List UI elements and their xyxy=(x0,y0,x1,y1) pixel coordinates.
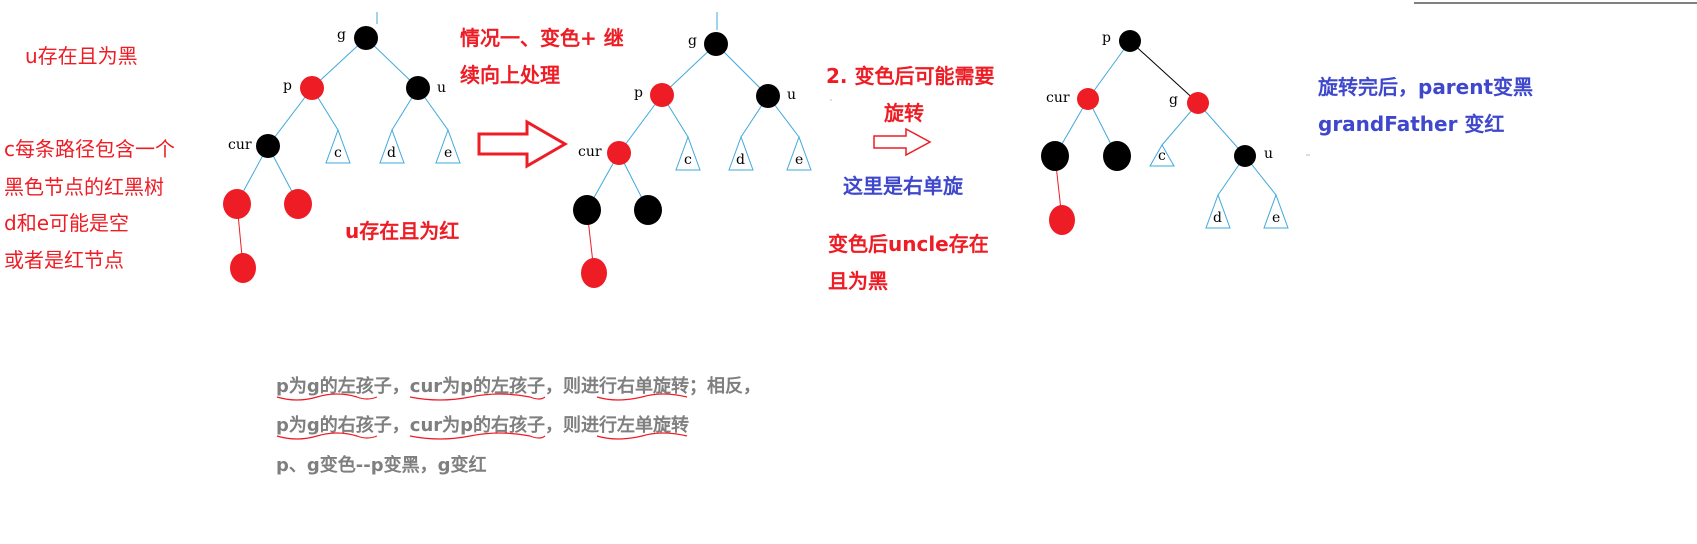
bottom-note-line3: p、g变色--p变黑，g变红 xyxy=(276,455,487,476)
tree1-cur-label: cur xyxy=(228,137,252,153)
transform-arrow-icon xyxy=(477,119,568,169)
after-color-line1: 变色后uncle存在 xyxy=(828,232,989,256)
tree3-d-label: d xyxy=(1213,210,1222,226)
tree1-g-label: g xyxy=(337,27,346,43)
tree1-d-label: d xyxy=(387,145,396,161)
tree2-cur-label: cur xyxy=(578,144,602,160)
note-line-1: c每条路径包含一个 xyxy=(4,137,175,161)
tree2-c-label: c xyxy=(684,152,692,168)
result-label-line1: 旋转完后，parent变黑 xyxy=(1318,75,1534,99)
tree2-g-label: g xyxy=(688,33,697,49)
bottom-note-line1: p为g的左孩子，cur为p的左孩子，则进行右单旋转；相反， xyxy=(276,376,762,397)
case1-label-line1: 情况一、变色+ 继 xyxy=(460,26,624,50)
tree3-e-label: e xyxy=(1272,210,1281,226)
tree1-u-label: u xyxy=(437,80,447,96)
tree2-e-label: e xyxy=(795,152,804,168)
u-black-title: u存在且为黑 xyxy=(25,44,138,68)
tree3 xyxy=(1041,30,1289,235)
tree3-g-label: g xyxy=(1169,92,1178,108)
case1-label-line2: 续向上处理 xyxy=(460,63,560,87)
tree1 xyxy=(223,26,461,283)
result-label-line2: grandFather 变红 xyxy=(1318,112,1505,136)
after-color-line2: 且为黑 xyxy=(828,269,888,293)
note-line-2: 黑色节点的红黑树 xyxy=(4,175,164,199)
tree2-d-label: d xyxy=(736,152,745,168)
tree1-c-label: c xyxy=(334,145,342,161)
step2-label-line2: 旋转 xyxy=(884,101,924,125)
note-line-3: d和e可能是空 xyxy=(4,211,129,235)
tree2 xyxy=(573,32,812,288)
u-red-label: u存在且为红 xyxy=(345,219,460,243)
tree3-p-label: p xyxy=(1102,30,1111,46)
tree3-u-label: u xyxy=(1264,146,1274,162)
tree3-c-label: c xyxy=(1158,148,1166,164)
step2-label-line1: 2. 变色后可能需要 xyxy=(826,64,995,88)
tree2-u-label: u xyxy=(787,87,797,103)
tree1-e-label: e xyxy=(444,145,453,161)
rotate-arrow-icon xyxy=(873,127,932,157)
tree3-cur-label: cur xyxy=(1046,90,1070,106)
tree2-p-label: p xyxy=(634,85,643,101)
bottom-note-line2: p为g的右孩子，cur为p的右孩子，则进行左单旋转 xyxy=(276,415,690,436)
right-rotate-label: 这里是右单旋 xyxy=(843,174,963,198)
note-line-4: 或者是红节点 xyxy=(4,248,124,272)
tree1-p-label: p xyxy=(283,78,292,94)
